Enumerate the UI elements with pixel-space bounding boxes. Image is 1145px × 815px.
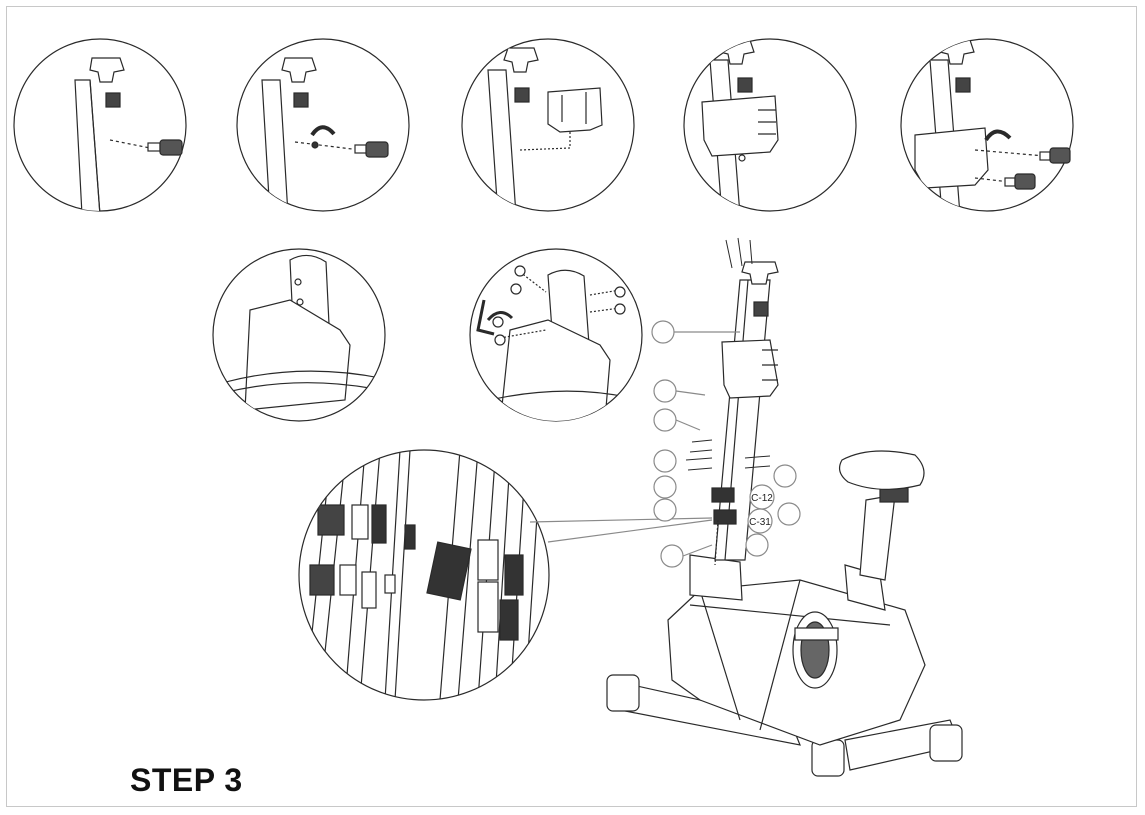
leader-line: [529, 517, 713, 523]
callout-balloon: [653, 498, 677, 522]
detail-circle-3: [461, 38, 635, 212]
detail-circle-6: [212, 248, 386, 422]
detail-circle-4: [683, 38, 857, 212]
step-title: STEP 3: [130, 762, 243, 798]
callout-balloon: [653, 408, 677, 432]
screwdriver-icon: [147, 139, 183, 156]
detail-circle-1: [13, 38, 187, 212]
rotate-arrow-icon: [486, 311, 514, 322]
callout-balloon: [653, 449, 677, 473]
screwdriver-icon: [1004, 173, 1036, 190]
callout-balloon: [773, 464, 797, 488]
bolt-icon: [492, 265, 626, 346]
callout-balloon: [660, 544, 684, 568]
cable-connector-detail: [298, 449, 550, 701]
part-callouts: [651, 320, 801, 568]
detail-circle-7: [469, 248, 643, 422]
detail-circle-2: [236, 38, 410, 212]
callout-label-c31: C-31: [749, 517, 771, 528]
callout-balloon: [745, 533, 769, 557]
page-frame: [6, 6, 1137, 807]
screwdriver-icon: [1039, 147, 1071, 164]
exercise-bike: [606, 237, 963, 777]
callout-label-c12: C-12: [751, 493, 773, 504]
callout-balloon: [651, 320, 675, 344]
screwdriver-icon: [354, 141, 389, 158]
allen-key-icon: [476, 299, 495, 336]
callout-balloon: [653, 475, 677, 499]
callout-balloon: [653, 379, 677, 403]
callout-balloon-c31: [747, 508, 773, 534]
callout-balloon: [777, 502, 801, 526]
rotate-arrow-icon: [310, 125, 336, 137]
leader-line: [547, 519, 713, 543]
rotate-arrow-icon: [984, 129, 1012, 142]
detail-circle-5: [900, 38, 1074, 212]
